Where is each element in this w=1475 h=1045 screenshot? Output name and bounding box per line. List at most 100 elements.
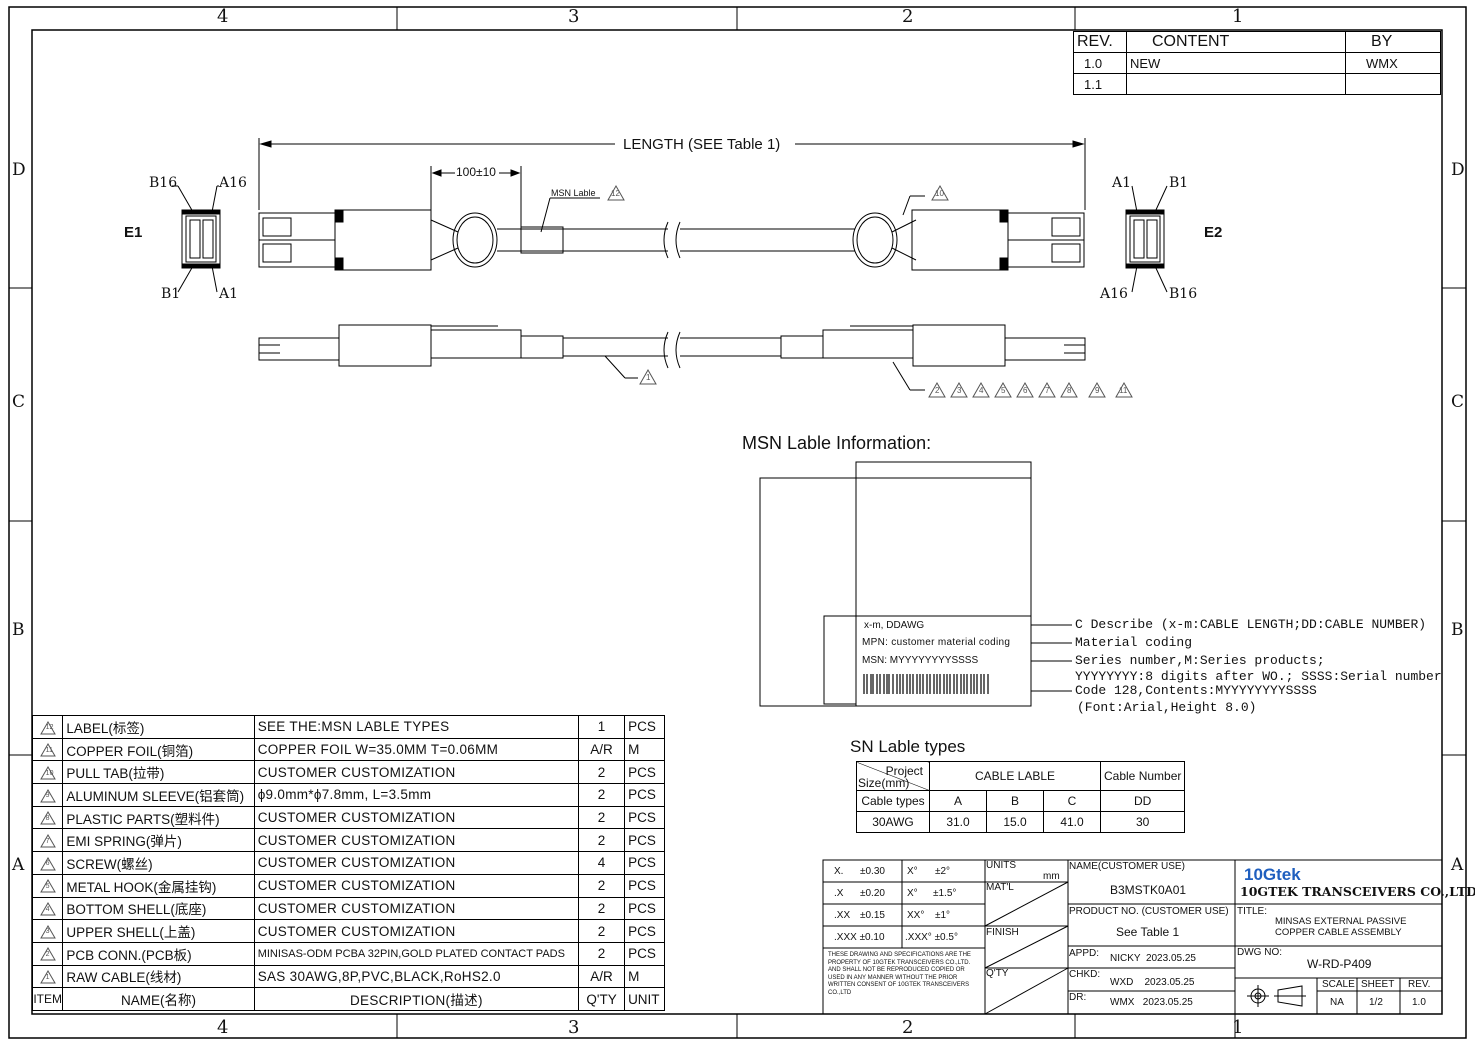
pin-left-a16: A16 [219,175,247,191]
bom-desc: CUSTOMER CUSTOMIZATION [253,919,580,943]
item-number: 4 [45,905,50,913]
msn-note-1: C Describe (x-m:CABLE LENGTH;DD:CABLE NU… [1075,617,1427,632]
e2-end-view [1125,185,1168,293]
item-number: 7 [45,837,50,845]
e1-end-view [172,185,221,293]
bom-unit: PCS [624,941,665,966]
bom-item: 6 [31,851,64,875]
sheet-value: 1/2 [1369,997,1383,1008]
pin-right-b16: B16 [1169,286,1198,302]
product-no-label: PRODUCT NO. (CUSTOMER USE) [1069,906,1229,917]
cable-side-view [258,324,1086,391]
zone-right-d: D [1451,160,1465,180]
callout-row-8: 8 [1067,386,1072,395]
pin-right-a16: A16 [1100,286,1128,302]
bom-header-qty: Q'TY [578,987,626,1011]
zone-bottom-2: 2 [902,1017,914,1038]
bom-unit: PCS [624,805,665,830]
item-number: 6 [45,860,50,868]
chkd-value: WXD 2023.05.25 [1110,977,1195,988]
appd-value: NICKY 2023.05.25 [1110,953,1196,964]
zone-right-a: A [1451,855,1464,875]
msn-label-drawing [759,461,1072,707]
msn-note-6: (Font:Arial,Height 8.0) [1077,700,1257,715]
sn-project-size: Project Size(mm) [856,761,930,791]
bom-name: COPPER FOIL(铜箔) [62,737,255,762]
tol-r2-c3: ±1° [935,910,951,921]
callout-triangles [607,184,1133,398]
tol-r1-c1: ±0.20 [860,888,885,899]
callout-triangle-icon [39,811,56,825]
tol-r1-c2: X° [907,888,918,899]
bom-qty: 2 [578,941,626,966]
bom-qty: 2 [578,896,626,921]
tol-r0-c0: X. [834,866,844,877]
scale-value: NA [1330,997,1344,1008]
tol-r2-c0: .XX [834,910,851,921]
bom-unit: PCS [624,851,665,875]
sn-cable-types: Cable types [856,790,930,812]
bom-name: SCREW(螺丝) [62,851,255,875]
callout-triangle-icon [39,856,56,871]
bom-name: PULL TAB(拉带) [62,760,255,785]
sn-title: SN Lable types [850,737,966,756]
msn-lable-callout: MSN Lable [551,188,596,198]
item-number: 11 [45,746,53,754]
zone-right-b: B [1451,620,1464,640]
tol-r0-c1: ±0.30 [860,866,885,877]
cable-top-view [258,195,1085,271]
item-number: 2 [45,951,50,958]
sheet-label: SHEET [1361,979,1395,990]
appd-label: APPD: [1069,948,1100,959]
dr-value: WMX 2023.05.25 [1110,997,1193,1008]
units-label: UNITS [986,860,1016,871]
dr-label: DR: [1069,992,1087,1003]
pin-right-a1: A1 [1112,175,1132,191]
sn-table: Project Size(mm) CABLE LABLE Cable Numbe… [856,761,1186,833]
callout-row-4: 4 [979,386,984,395]
bom-qty: 2 [578,919,626,943]
zone-top-1: 1 [1232,6,1244,27]
callout-row-9: 9 [1095,386,1100,395]
item-number: 12 [45,724,54,732]
sn-cable-number: Cable Number [1099,761,1186,791]
name-value: B3MSTK0A01 [1110,883,1187,897]
bom-item: 1 [31,964,64,989]
bom-header-unit: UNIT [624,987,665,1011]
title-line-1: MINSAS EXTERNAL PASSIVE [1275,916,1407,927]
bom-desc: CUSTOMER CUSTOMIZATION [253,851,580,875]
scale-label: SCALE [1322,979,1355,990]
msn-barcode [863,674,989,694]
zone-top-4: 4 [217,6,229,27]
item-number: 1 [45,973,50,981]
bom-item: 5 [31,873,64,898]
bom-desc: SAS 30AWG,8P,PVC,BLACK,RoHS2.0 [253,964,580,989]
sn-size: Size(mm) [858,776,910,790]
msn-line-2: MPN: customer material coding [862,637,1011,648]
callout-triangle-icon [39,834,56,848]
bom-desc: ϕ9.0mm*ϕ7.8mm, L=3.5mm [253,783,580,807]
bom-unit: PCS [624,919,665,943]
length-dimension [258,138,1086,230]
finish-label: FINISH [986,927,1019,938]
bom-item: 9 [31,783,64,807]
rev-cell: 1.1 [1073,73,1127,95]
length-label: LENGTH (SEE Table 1) [623,136,781,153]
bom-desc: CUSTOMER CUSTOMIZATION [253,896,580,921]
rev-cell: 1.0 [1073,52,1127,74]
end2-label: E2 [1204,224,1223,241]
rev-cell: WMX [1345,52,1441,74]
tol-r2-c2: XX° [907,910,925,921]
callout-triangle-icon [39,947,56,961]
bom-qty: 2 [578,760,626,785]
sn-cell: 31.0 [929,811,987,833]
callout-12: 12 [611,189,620,198]
sn-cell: 41.0 [1043,811,1101,833]
callout-row-6: 6 [1023,386,1028,395]
bom-qty: 4 [578,851,626,875]
